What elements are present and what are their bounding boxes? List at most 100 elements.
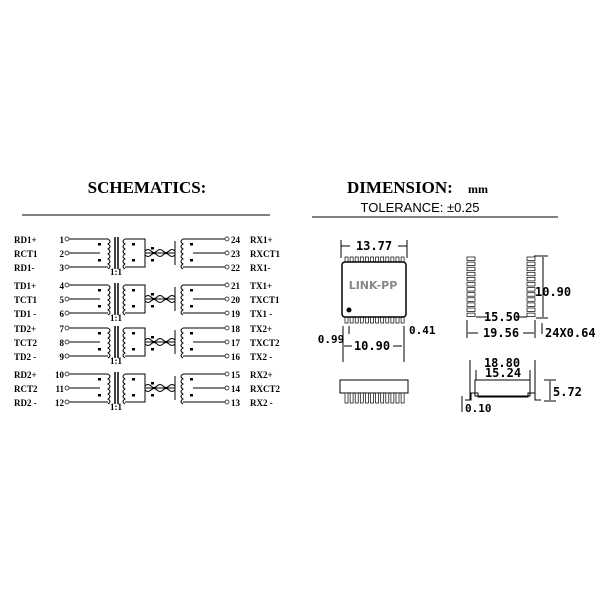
- pin-number: 5: [60, 295, 65, 305]
- pin-number: 1: [60, 235, 65, 245]
- solder-pad: [526, 261, 536, 266]
- polarity-dot: [132, 394, 135, 397]
- pin-terminal: [224, 250, 230, 256]
- pin-number: 12: [55, 398, 65, 408]
- transformer-primary-coil: [107, 284, 111, 316]
- polarity-dot: [98, 394, 101, 397]
- package-pin: [385, 392, 390, 404]
- pin-terminal: [224, 236, 230, 242]
- pin-label: TD2 -: [14, 352, 36, 362]
- solder-pad: [526, 292, 536, 297]
- polarity-dot: [190, 394, 193, 397]
- dim-width: 13.77: [356, 239, 392, 253]
- pin-number: 23: [231, 249, 241, 259]
- transformer-secondary-coil: [122, 238, 126, 270]
- pin-terminal: [64, 282, 70, 288]
- pin-number: 3: [60, 263, 65, 273]
- pin-terminal: [224, 353, 230, 359]
- polarity-dot: [98, 348, 101, 351]
- turns-ratio: 1:1: [110, 356, 122, 366]
- pin-label: TXCT1: [250, 295, 280, 305]
- pin-number: 18: [231, 324, 241, 334]
- pin-number: 14: [231, 384, 241, 394]
- pin1-marker: [346, 307, 352, 313]
- turns-ratio: 1:1: [110, 313, 122, 323]
- solder-pad: [526, 287, 536, 292]
- dim-pitch: 0.99: [318, 333, 345, 346]
- pin-label: TXCT2: [250, 338, 280, 348]
- polarity-dot: [190, 243, 193, 246]
- pin-terminal: [224, 339, 230, 345]
- pin-terminal: [224, 282, 230, 288]
- pin-label: RX2 -: [250, 398, 273, 408]
- polarity-dot: [98, 305, 101, 308]
- pin-number: 20: [231, 295, 241, 305]
- pin-terminal: [64, 264, 70, 270]
- polarity-dot: [132, 243, 135, 246]
- polarity-dot: [190, 289, 193, 292]
- pin-number: 13: [231, 398, 241, 408]
- solder-pad: [526, 312, 536, 317]
- polarity-dot: [190, 348, 193, 351]
- polarity-dot: [98, 289, 101, 292]
- pin-terminal: [64, 236, 70, 242]
- solder-pad: [526, 302, 536, 307]
- pin-number: 4: [60, 281, 65, 291]
- output-coil: [180, 284, 184, 316]
- solder-pad: [526, 297, 536, 302]
- pin-terminal: [224, 385, 230, 391]
- pin-number: 7: [60, 324, 65, 334]
- solder-pad: [466, 292, 476, 297]
- solder-pad: [526, 271, 536, 277]
- pin-number: 21: [231, 281, 241, 291]
- package-pin: [375, 392, 379, 404]
- transformer-primary-coil: [107, 373, 111, 405]
- pin-number: 11: [55, 384, 64, 394]
- pin-terminal: [224, 399, 230, 405]
- pin-label: RX1+: [250, 235, 273, 245]
- pin-number: 15: [231, 370, 241, 380]
- solder-pad: [466, 297, 476, 302]
- package-top-view: LINK-PP 13.77 0.99 0.41 10.90: [318, 239, 436, 362]
- package-pin: [359, 392, 364, 404]
- pin-number: 8: [60, 338, 65, 348]
- transformer-secondary-coil: [122, 327, 126, 359]
- pin-label: RX2+: [250, 370, 273, 380]
- pin-terminal: [64, 296, 70, 302]
- package-pin: [365, 392, 369, 404]
- solder-pad: [526, 266, 536, 272]
- pin-label: RD1+: [14, 235, 37, 245]
- pin-number: 22: [231, 263, 241, 273]
- solder-pad: [466, 256, 476, 261]
- transformer-primary-coil: [107, 238, 111, 270]
- solder-pad: [466, 266, 476, 272]
- package-pin: [344, 392, 349, 404]
- pin-label: RXCT1: [250, 249, 281, 259]
- pin-label: RD2 -: [14, 398, 37, 408]
- polarity-dot: [190, 332, 193, 335]
- pin-number: 9: [60, 352, 65, 362]
- polarity-dot: [98, 378, 101, 381]
- dim-pad-size: 24X0.64: [545, 326, 596, 340]
- solder-pad: [466, 277, 476, 282]
- package-side-view: [339, 379, 409, 404]
- pin-number: 16: [231, 352, 241, 362]
- pin-terminal: [224, 296, 230, 302]
- polarity-dot: [132, 378, 135, 381]
- package-pin: [395, 392, 400, 404]
- pin-number: 10: [55, 370, 65, 380]
- pin-label: TX2 -: [250, 352, 272, 362]
- pin-number: 6: [60, 309, 65, 319]
- package-pin: [400, 392, 405, 404]
- common-mode-choke: [144, 384, 176, 392]
- polarity-dot: [132, 259, 135, 262]
- pin-label: RXCT2: [250, 384, 281, 394]
- polarity-dot: [151, 394, 154, 397]
- pin-terminal: [224, 325, 230, 331]
- transformer-secondary-coil: [122, 373, 126, 405]
- pin-label: RX1-: [250, 263, 271, 273]
